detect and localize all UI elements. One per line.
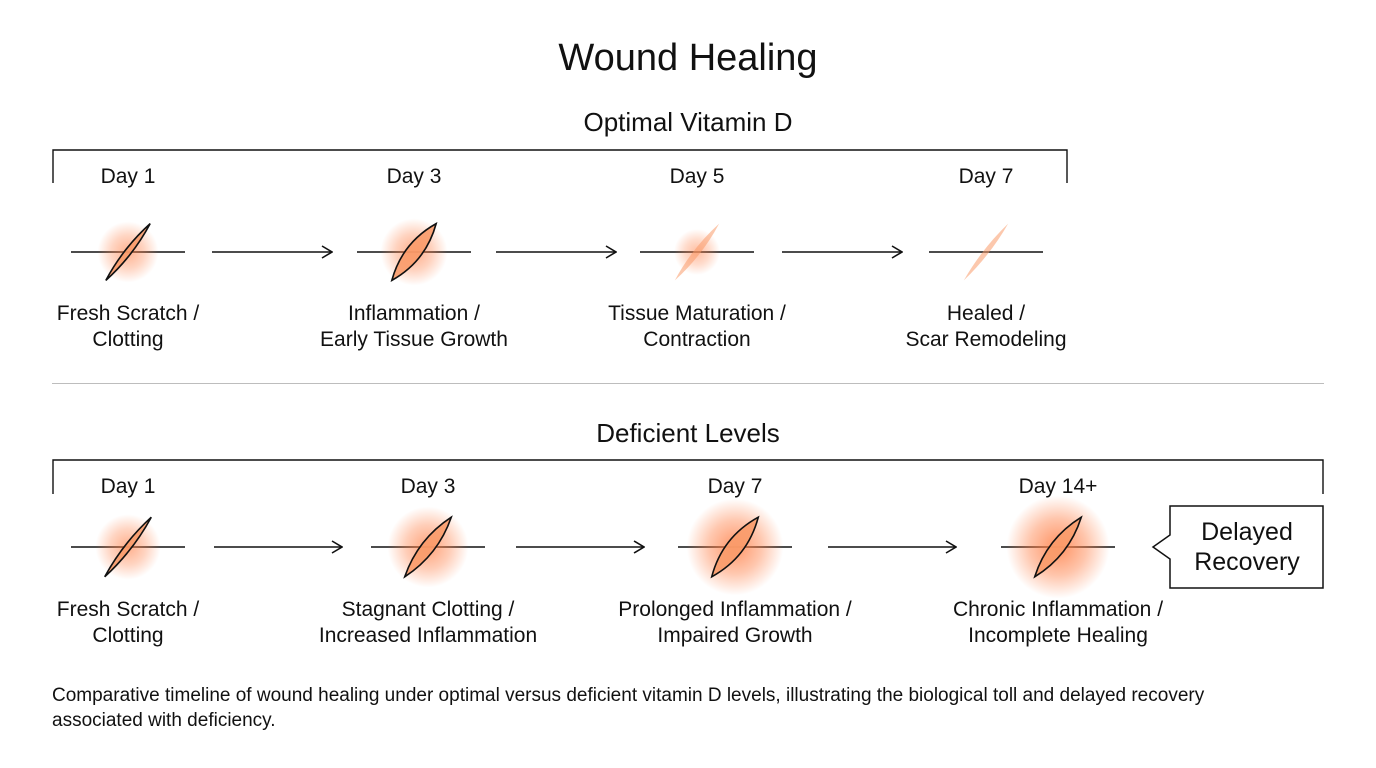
deficient-stage-label-2-line2: Increased Inflammation: [318, 624, 538, 647]
optimal-stage-label-4-line1: Healed /: [946, 302, 1026, 325]
optimal-stage-label-3-line1: Tissue Maturation /: [608, 302, 786, 325]
deficient-stage-3-wound: [710, 515, 760, 579]
callout-line1: Delayed: [1201, 518, 1293, 546]
deficient-stage-label-4-line1: Chronic Inflammation /: [952, 598, 1164, 621]
deficient-stage-label-1-line2: Clotting: [92, 624, 164, 647]
deficient-stage-label-3-line1: Prolonged Inflammation /: [618, 598, 852, 621]
optimal-day-label-3: Day 5: [669, 165, 725, 188]
deficient-day-label-1: Day 1: [100, 475, 156, 498]
delayed-recovery-callout: Delayed Recovery: [1170, 506, 1324, 588]
deficient-stage-label-1: Fresh Scratch / Clotting: [57, 597, 199, 649]
callout-line2: Recovery: [1194, 548, 1300, 576]
optimal-day-label-2: Day 3: [386, 165, 442, 188]
deficient-day-label-4: Day 14+: [1018, 475, 1098, 498]
deficient-stage-4-wound: [1033, 515, 1083, 579]
deficient-stage-label-3: Prolonged Inflammation / Impaired Growth: [618, 597, 851, 649]
optimal-day-label-1: Day 1: [100, 165, 156, 188]
figure-caption: Comparative timeline of wound healing un…: [52, 685, 1205, 731]
optimal-stage-label-2: Inflammation / Early Tissue Growth: [320, 301, 508, 353]
optimal-stage-3-wound: [674, 223, 720, 281]
deficient-day-label-3: Day 7: [707, 475, 763, 498]
deficient-stage-label-4-line2: Incomplete Healing: [968, 624, 1148, 647]
optimal-stage-1-wound: [105, 223, 151, 281]
optimal-day-label-4: Day 7: [958, 165, 1014, 188]
callout-box: [1151, 505, 1324, 589]
optimal-stage-label-1: Fresh Scratch / Clotting: [57, 301, 199, 353]
deficient-bracket: [52, 459, 1324, 494]
deficient-stage-label-2: Stagnant Clotting / Increased Inflammati…: [319, 597, 537, 649]
optimal-stage-2-wound: [390, 222, 438, 282]
optimal-stage-label-4: Healed / Scar Remodeling: [905, 301, 1066, 353]
deficient-day-label-2: Day 3: [400, 475, 456, 498]
deficient-section-heading: Deficient Levels: [596, 418, 780, 448]
deficient-stage-label-1-line1: Fresh Scratch /: [56, 598, 200, 621]
deficient-stage-label-2-line1: Stagnant Clotting /: [341, 598, 515, 621]
deficient-stage-2-wound: [403, 515, 453, 579]
deficient-stage-label-3-line2: Impaired Growth: [657, 624, 813, 647]
deficient-stage-label-4: Chronic Inflammation / Incomplete Healin…: [953, 597, 1163, 649]
optimal-stage-label-1-line2: Clotting: [92, 328, 164, 351]
optimal-stage-label-2-line2: Early Tissue Growth: [320, 328, 508, 351]
optimal-stage-label-2-line1: Inflammation /: [348, 302, 480, 325]
deficient-stage-1-wound: [104, 516, 152, 578]
optimal-bracket: [52, 149, 1068, 183]
optimal-stage-label-3-line2: Contraction: [643, 328, 751, 351]
section-divider: [52, 383, 1324, 384]
page-title: Wound Healing: [558, 37, 818, 79]
optimal-stage-label-1-line1: Fresh Scratch /: [56, 302, 200, 325]
optimal-stage-label-4-line2: Scar Remodeling: [905, 328, 1067, 351]
optimal-stage-label-3: Tissue Maturation / Contraction: [608, 301, 786, 353]
optimal-section-heading: Optimal Vitamin D: [583, 107, 793, 137]
optimal-stage-4-wound: [963, 223, 1009, 281]
